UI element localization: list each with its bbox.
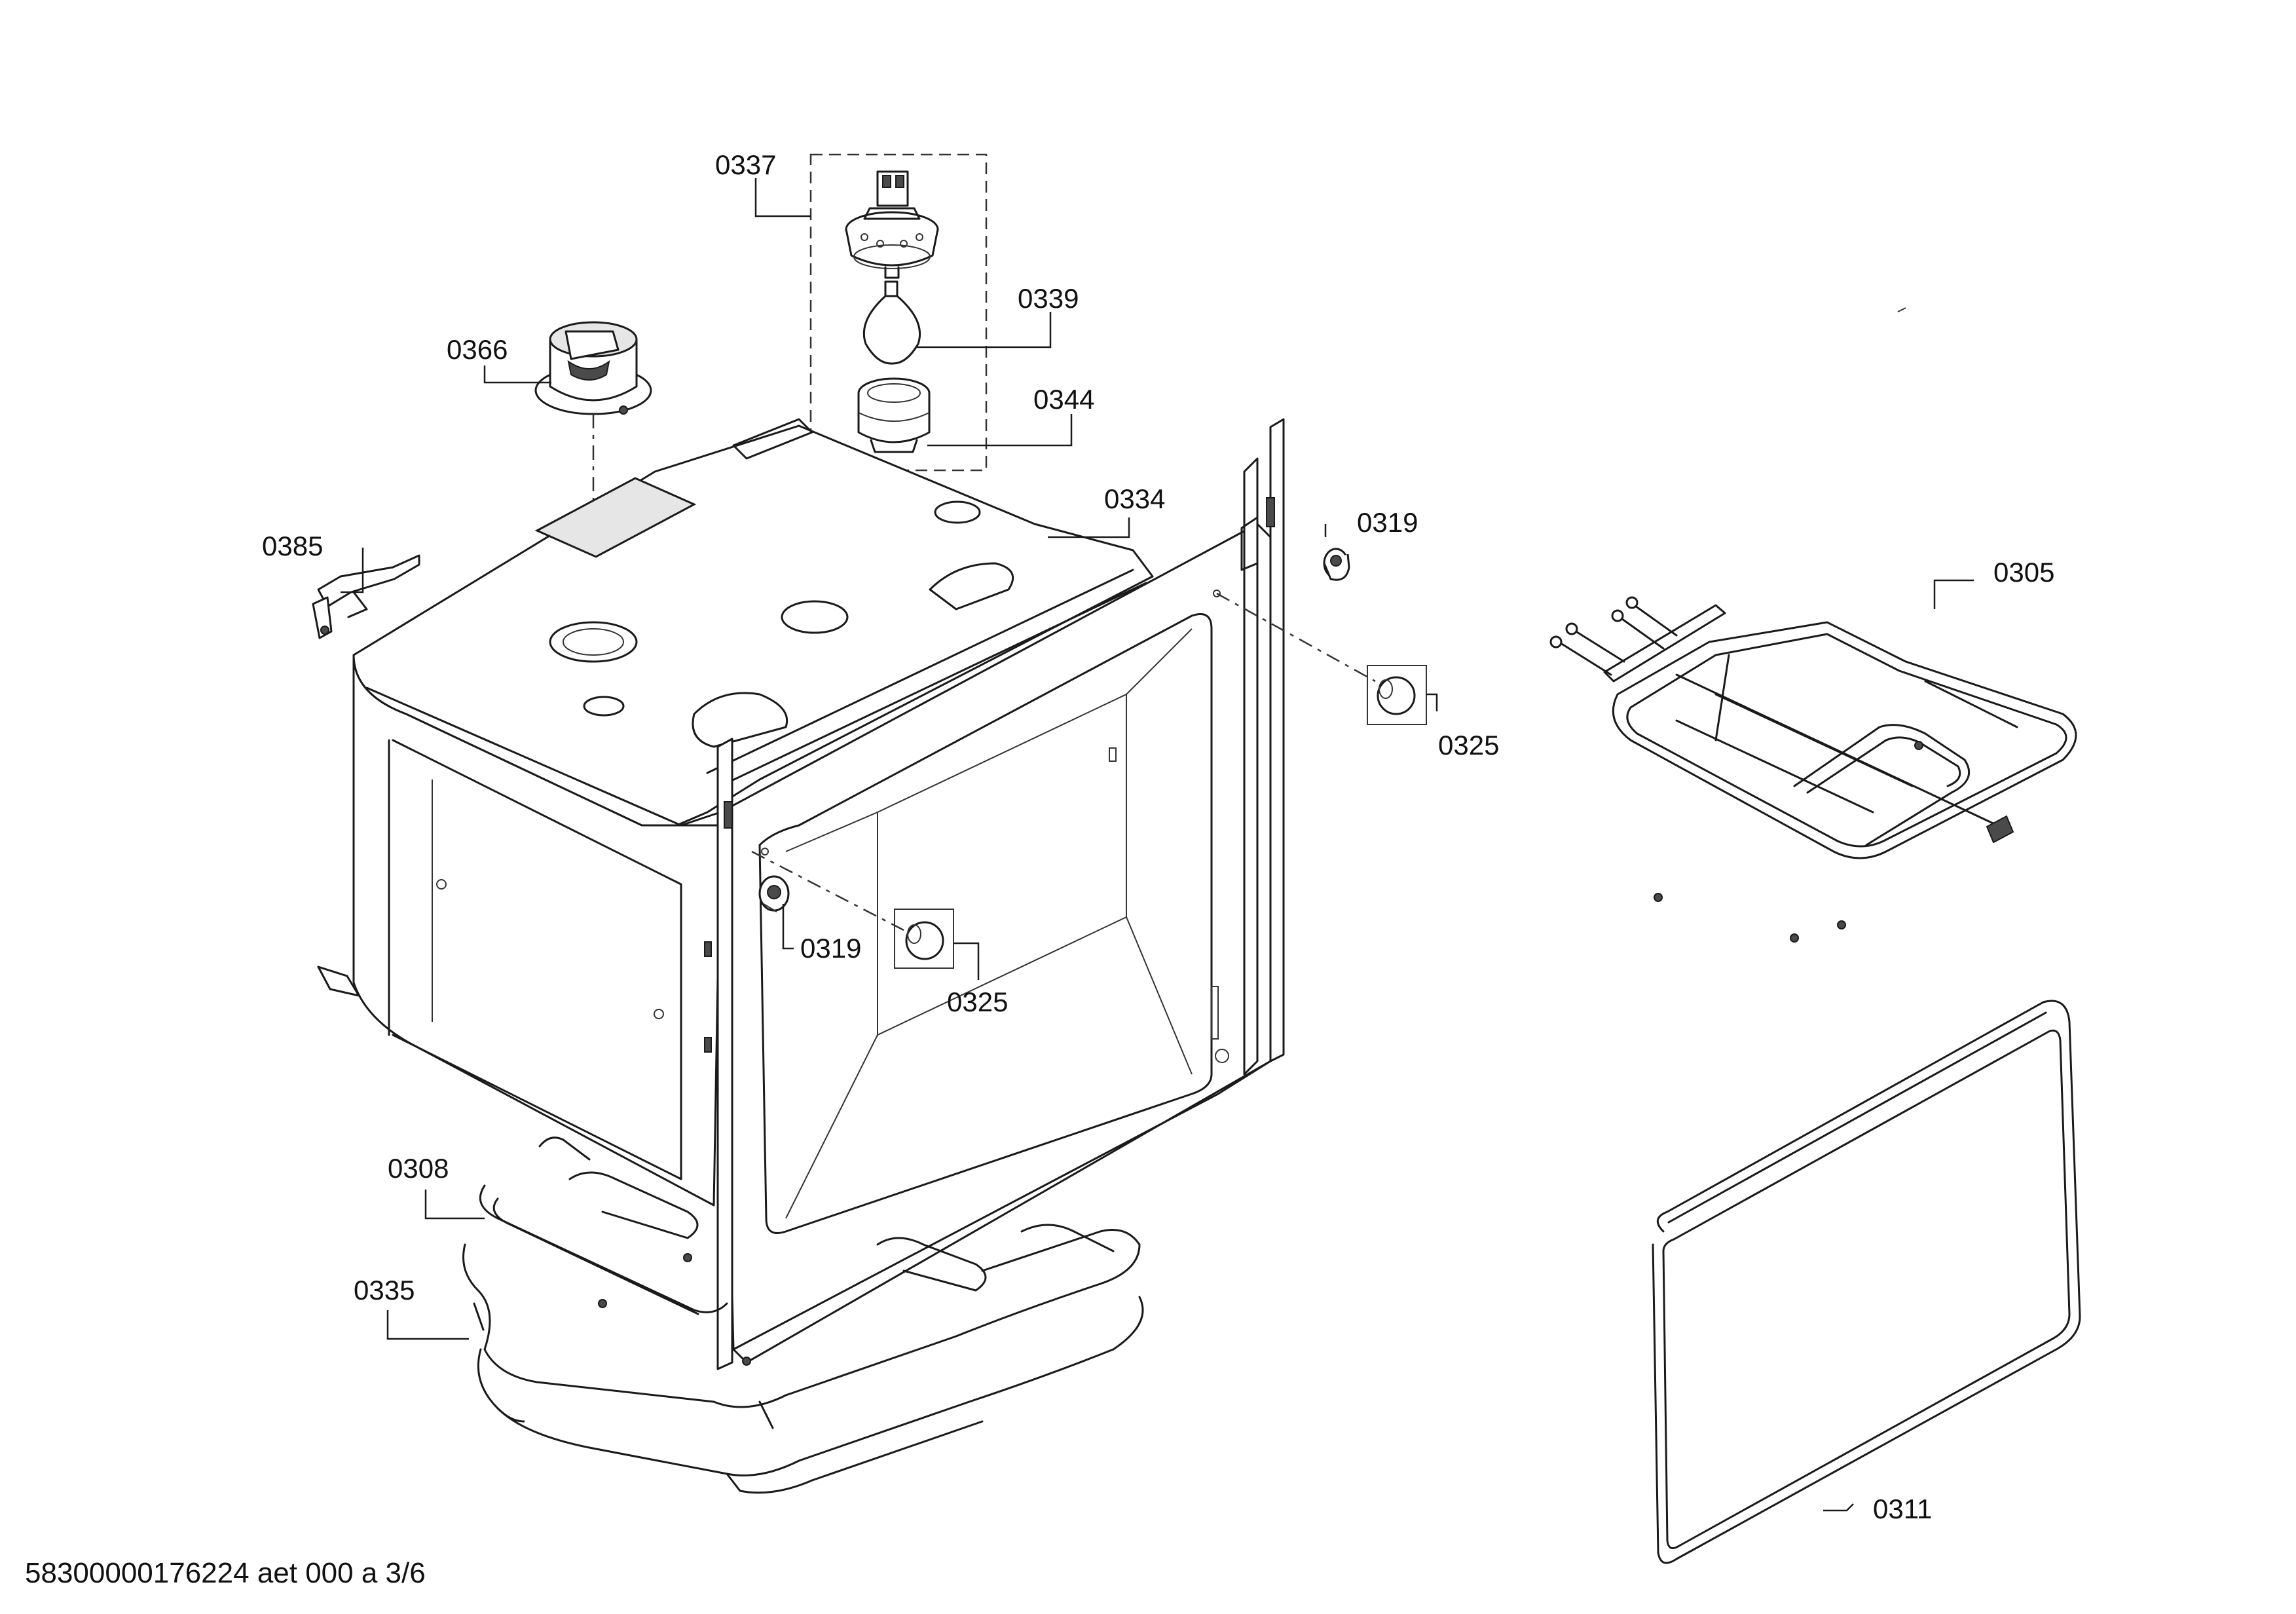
leader-0311	[1823, 1503, 1854, 1512]
lamp-glass-0344	[857, 377, 931, 453]
stray-mark	[1897, 307, 1906, 312]
label-0308: 0308	[388, 1153, 449, 1184]
knob-0325-front	[751, 850, 954, 969]
label-0325-top: 0325	[1438, 730, 1499, 760]
leader-0305	[1933, 579, 1974, 609]
leader-0339	[917, 312, 1052, 348]
grill-heater-0305	[1549, 596, 2077, 943]
label-0325-front: 0325	[947, 986, 1008, 1017]
label-0319-front: 0319	[800, 933, 861, 964]
label-0319-top: 0319	[1357, 507, 1418, 538]
label-0335: 0335	[354, 1275, 415, 1305]
leader-0344	[927, 414, 1073, 447]
insulation-0335	[462, 1229, 1144, 1494]
label-0337: 0337	[715, 149, 776, 180]
leader-0325-front	[954, 942, 980, 980]
part-labels: 0337 0339 0344 0366 0334 0319 0385 0305 …	[262, 149, 2054, 1524]
lower-heater-0308	[479, 1136, 1115, 1366]
leader-0308	[424, 1190, 485, 1220]
lamp-assembly-group	[809, 153, 988, 616]
lamp-holder-0337	[845, 170, 939, 279]
bracket-0385	[312, 554, 420, 639]
lamp-nut-0319-top	[1323, 548, 1350, 581]
label-0339: 0339	[1018, 283, 1079, 314]
leader-0337	[754, 178, 811, 217]
leader-0366	[483, 366, 551, 384]
leader-0325-top	[1426, 693, 1438, 711]
lamp-nut-0319-front	[758, 875, 790, 912]
label-0311: 0311	[1873, 1493, 1932, 1524]
leader-0335	[386, 1310, 469, 1340]
leader-lines	[341, 178, 1974, 1512]
door-seal-0311	[1652, 1000, 2081, 1564]
cover-0366	[534, 321, 652, 629]
label-0305: 0305	[1993, 557, 2054, 588]
label-0385: 0385	[262, 531, 323, 561]
label-0344: 0344	[1033, 384, 1094, 415]
document-reference: 58300000176224 aet 000 a 3/6	[25, 1557, 426, 1589]
lamp-bulb-0339	[862, 280, 921, 365]
leader-0385	[341, 548, 364, 593]
label-0334: 0334	[1104, 483, 1165, 514]
leader-0334	[1048, 517, 1130, 538]
label-0366: 0366	[447, 334, 508, 365]
oven-cavity-0334	[317, 418, 1285, 1370]
leader-0319-front	[782, 904, 794, 950]
knob-front-axis-line	[751, 850, 904, 931]
